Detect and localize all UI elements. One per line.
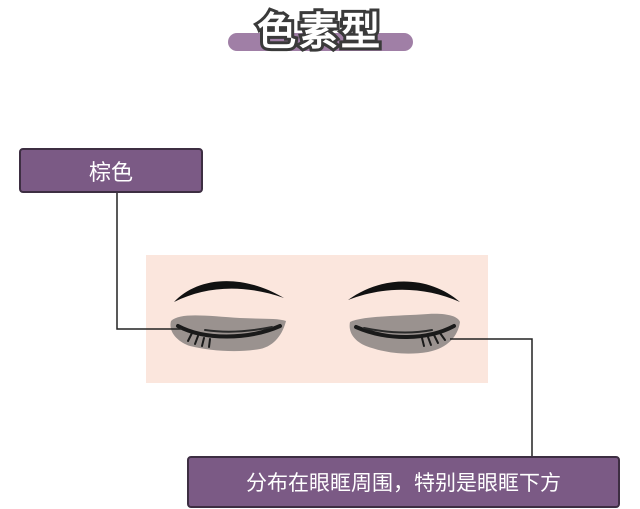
right-eyebrow <box>348 281 460 302</box>
right-lashes <box>421 332 446 347</box>
connector-line-color <box>116 193 182 330</box>
left-eyelid-line <box>176 324 282 339</box>
left-eye-shadow <box>170 315 286 352</box>
left-eyebrow <box>174 281 284 302</box>
right-eye-shadow <box>349 313 460 354</box>
page-title: 色素型 <box>254 7 383 58</box>
left-eyelid-line-2 <box>204 326 273 333</box>
left-lashes <box>187 332 211 348</box>
left-eye <box>170 281 286 352</box>
connector-line-distribution <box>450 338 533 456</box>
title-area: 色素型 <box>0 0 640 60</box>
label-distribution: 分布在眼眶周围，特别是眼眶下方 <box>187 456 620 508</box>
label-color: 棕色 <box>19 148 203 193</box>
title-underline-bar <box>228 33 413 51</box>
right-eye <box>348 281 460 354</box>
right-eyelid-line <box>354 324 456 339</box>
right-eyelid-line-2 <box>363 327 433 334</box>
